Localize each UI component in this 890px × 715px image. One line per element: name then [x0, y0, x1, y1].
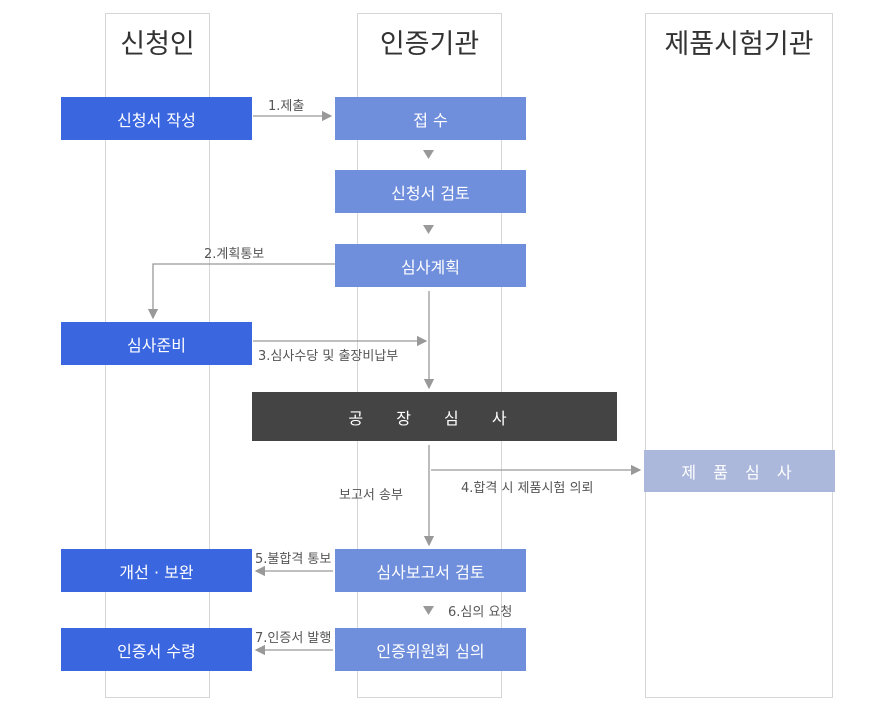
label-fee-payment: 3.심사수당 및 출장비납부	[258, 349, 399, 364]
box-audit-plan: 심사계획	[335, 244, 526, 287]
box-factory-audit: 공 장 심 사	[252, 392, 617, 441]
box-receive: 접 수	[335, 97, 526, 140]
box-report-review: 심사보고서 검토	[335, 549, 526, 592]
lane-header-agency: 인증기관	[379, 29, 480, 60]
label-review-request: 6.심의 요청	[448, 605, 513, 620]
label-cert-issue: 7.인증서 발행	[255, 631, 332, 646]
box-product-audit: 제 품 심 사	[644, 450, 835, 492]
box-apply-write: 신청서 작성	[61, 97, 252, 140]
box-committee: 인증위원회 심의	[335, 628, 526, 671]
box-improve: 개선 · 보완	[61, 549, 252, 592]
label-fail-notice: 5.불합격 통보	[255, 552, 332, 567]
box-apply-review: 신청서 검토	[335, 170, 526, 213]
box-cert-receive: 인증서 수령	[61, 628, 252, 671]
box-audit-prep: 심사준비	[61, 322, 252, 365]
label-plan-notice: 2.계획통보	[204, 247, 265, 262]
lane-header-test-lab: 제품시험기관	[664, 29, 814, 60]
label-submit: 1.제출	[268, 99, 305, 114]
label-report-send: 보고서 송부	[339, 488, 403, 503]
lane-agency	[357, 13, 502, 698]
label-product-test-request: 4.합격 시 제품시험 의뢰	[461, 481, 594, 496]
lane-header-applicant: 신청인	[120, 29, 195, 60]
lane-test-lab	[645, 13, 833, 698]
